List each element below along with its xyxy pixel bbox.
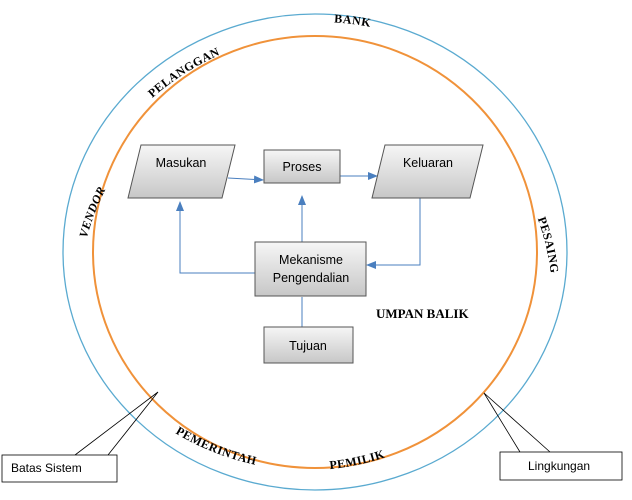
env-label-owner: PEMILIK (329, 447, 387, 472)
goal-label: Tujuan (289, 339, 327, 353)
input-box: Masukan (127, 144, 236, 199)
goal-box: Tujuan (263, 326, 354, 364)
output-label: Keluaran (403, 156, 453, 170)
control-label-line1: Mekanisme (279, 253, 343, 267)
env-label-government: PEMERINTAH (174, 424, 259, 468)
process-label: Proses (283, 160, 322, 174)
callout-environment-label: Lingkungan (528, 459, 590, 473)
env-label-vendor: VENDOR (76, 184, 108, 239)
arrow-input-to-process (227, 175, 264, 184)
arrow-control-to-input (176, 201, 255, 274)
system-boundary-circle (92, 35, 538, 469)
callout-environment: Lingkungan (483, 392, 623, 481)
feedback-label: UMPAN BALIK (376, 306, 469, 321)
process-box: Proses (263, 149, 341, 184)
callout-system-boundary-label: Batas Sistem (11, 461, 82, 475)
control-label-line2: Pengendalian (273, 271, 350, 285)
control-mechanism-box: Mekanisme Pengendalian (254, 241, 367, 297)
input-label: Masukan (156, 156, 207, 170)
output-box: Keluaran (371, 144, 484, 199)
env-label-competitor: PESAING (535, 215, 562, 274)
arrow-output-to-control (366, 198, 421, 269)
env-label-customer: PELANGGAN (145, 44, 222, 100)
env-label-bank: BANK (334, 11, 373, 29)
environment-circle (62, 13, 568, 491)
callout-system-boundary: Batas Sistem (1, 391, 159, 483)
